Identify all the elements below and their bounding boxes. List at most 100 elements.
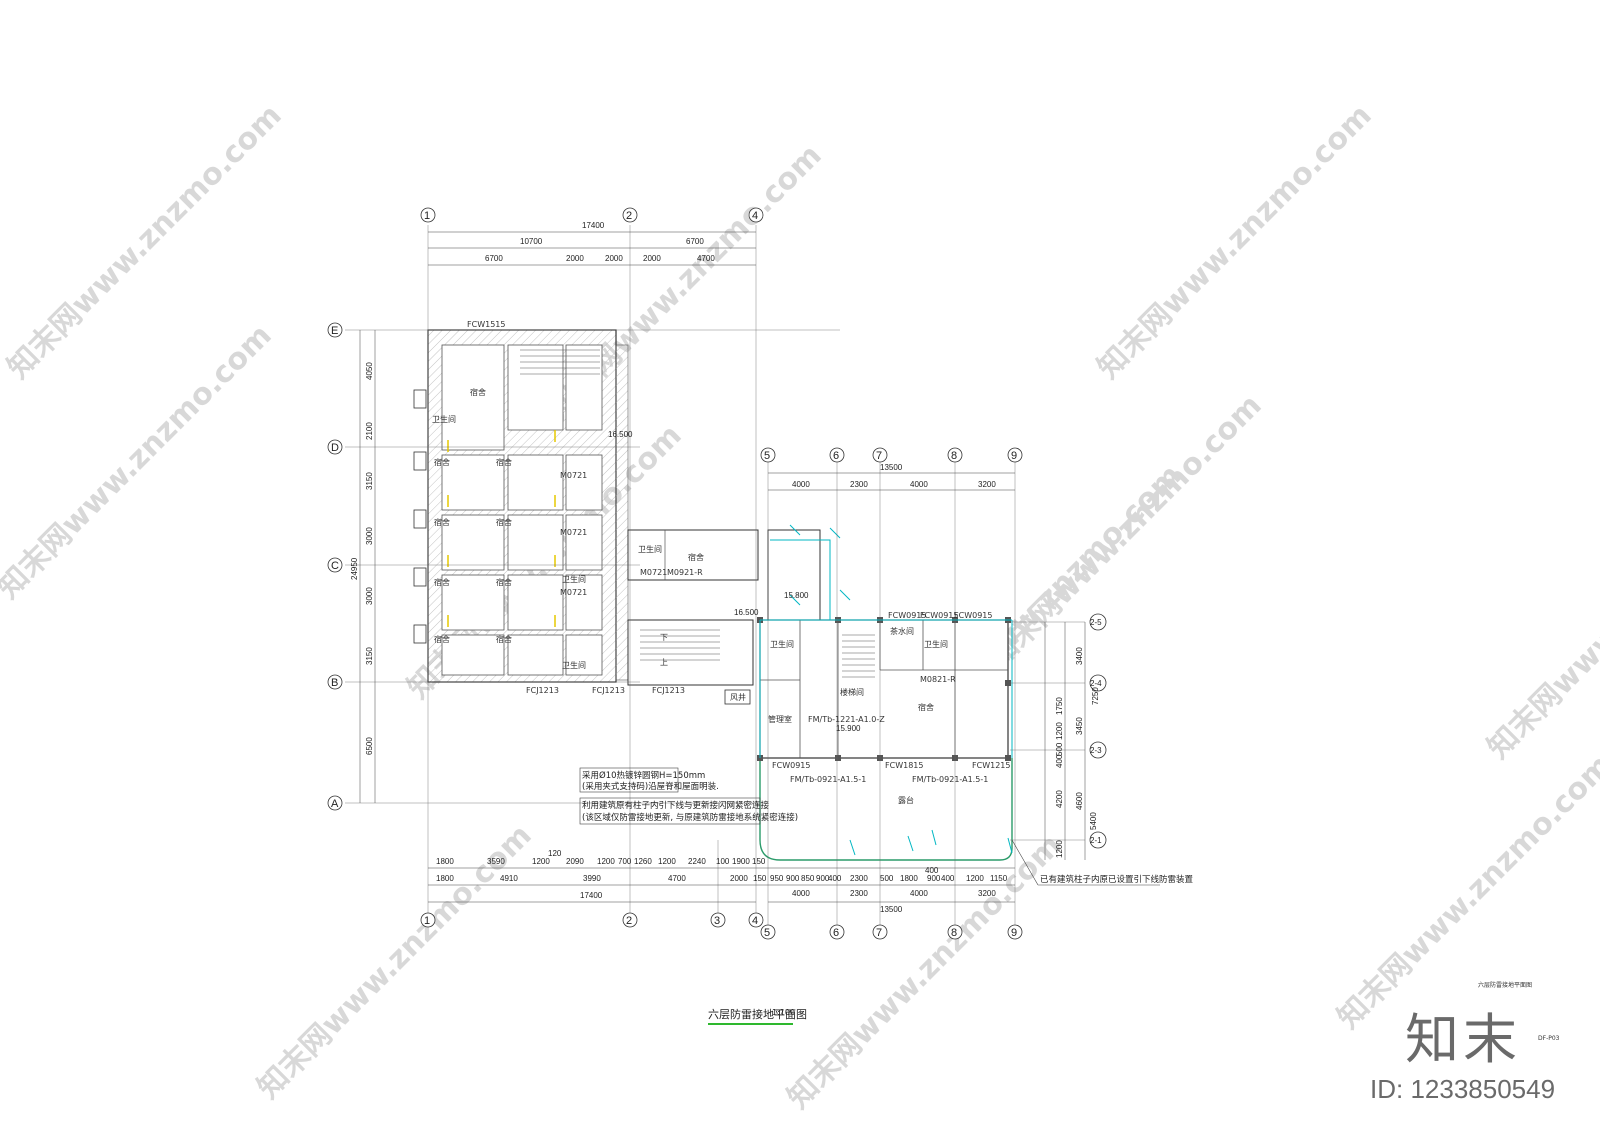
dimension-label: 2090 — [566, 857, 584, 866]
room-label-wc: 卫生间 — [638, 544, 662, 554]
axis-bubbles-right-rows: 2-5 2-4 2-3 2-1 — [1089, 613, 1107, 849]
axis-bubbles-top-left: 1 2 4 — [420, 207, 764, 223]
dimension-label: 13500 — [880, 463, 903, 472]
axis-label: C — [331, 560, 339, 572]
axis-bubbles-right: 5 6 7 8 9 5 6 7 8 9 — [760, 447, 1023, 940]
dimension-label: 1800 — [900, 874, 918, 883]
watermark-logo: 知末 — [1405, 1008, 1521, 1071]
note-line: 利用建筑原有柱子内引下线与更新接闪网紧密连接 — [582, 800, 770, 811]
door-label: M0721 — [560, 528, 587, 537]
elevation-label: 15.900 — [836, 724, 861, 733]
door-label: FCW1815 — [885, 761, 923, 770]
dimension-label: 1200 — [966, 874, 984, 883]
axis-label: 1 — [424, 210, 430, 222]
dimension-label: 7250 — [1091, 687, 1100, 705]
room-label-wc: 卫生间 — [770, 639, 794, 649]
axis-label: 5 — [764, 450, 770, 462]
door-labels: FCW1515 M0721 M0721 M0721 M0721 M0921-R … — [467, 320, 1010, 784]
dimension-label: 3200 — [978, 889, 996, 898]
door-label: FCW1215 — [972, 761, 1010, 770]
dimension-label: 17400 — [582, 221, 605, 230]
axis-label: 2-5 — [1090, 618, 1102, 627]
middle-block: 风井 — [627, 529, 821, 705]
dimension-label: 3990 — [583, 874, 601, 883]
room-label-wc: 卫生间 — [432, 414, 456, 424]
room-label-dorm: 宿舍 — [918, 702, 934, 712]
elevation-label: 16.500 — [608, 430, 633, 439]
sheet-number: DF-P03 — [1538, 1035, 1560, 1042]
dimension-label: 4000 — [910, 480, 928, 489]
dimension-label: 850 — [801, 874, 815, 883]
axis-label: E — [331, 325, 338, 337]
plan-title-underline — [708, 1023, 793, 1025]
dimension-label: 500 — [1055, 742, 1064, 756]
watermark-id: ID: 1233850549 — [1370, 1074, 1556, 1104]
dimension-label: 1200 — [597, 857, 615, 866]
dimension-label: 1260 — [634, 857, 652, 866]
callout-text: 已有建筑柱子内原已设置引下线防雷装置 — [1040, 874, 1194, 885]
elevations: 16.500 16.500 15.800 15.900 — [608, 430, 861, 733]
dimension-label: 150 — [753, 874, 767, 883]
axis-label: 4 — [752, 915, 758, 927]
dimension-label: 950 — [770, 874, 784, 883]
door-label: FCW0915 — [772, 761, 810, 770]
axis-label: 6 — [833, 927, 839, 939]
door-label: FCW0915 — [920, 611, 958, 620]
dimension-label: 6700 — [686, 237, 704, 246]
dimensions-right-top — [768, 472, 1015, 491]
dimension-label: 150 — [752, 857, 766, 866]
dimensions-top — [428, 231, 756, 266]
room-label-dorm: 宿舍 — [434, 577, 450, 587]
room-labels: 宿舍 卫生间 宿舍 宿舍 宿舍 宿舍 宿舍 宿舍 宿舍 宿舍 卫生间 卫生间 卫… — [432, 387, 948, 805]
dimension-label: 3150 — [365, 647, 374, 665]
dimensions-left — [359, 330, 376, 803]
axis-label: 2 — [626, 210, 632, 222]
axis-label: 2-3 — [1090, 746, 1102, 755]
dimension-label: 2000 — [566, 254, 584, 263]
door-label: M0721 — [560, 471, 587, 480]
axis-label: 9 — [1011, 927, 1017, 939]
elevation-label: 15.800 — [784, 591, 809, 600]
dimension-label: 4000 — [792, 480, 810, 489]
watermark: 知末网www.znzmo.com — [1331, 748, 1600, 1036]
dimensions-right-side — [1044, 622, 1086, 860]
dimension-label: 900 — [927, 874, 941, 883]
note-line: (采用夹式支持码)沿屋脊和屋面明装. — [582, 781, 719, 792]
note-line: 采用Ø10热镀锌圆钢H=150mm — [582, 770, 705, 781]
door-label: FCJ1213 — [652, 686, 685, 695]
dimension-label: 4200 — [1055, 790, 1064, 808]
dimension-label: 2300 — [850, 889, 868, 898]
room-label-dorm: 宿舍 — [434, 517, 450, 527]
axis-label: 2-4 — [1090, 679, 1102, 688]
dimension-label: 1750 — [1055, 697, 1064, 715]
axis-label: 4 — [752, 210, 758, 222]
door-label: FCW1515 — [467, 320, 505, 329]
axis-label: D — [331, 442, 339, 454]
axis-label: 5 — [764, 927, 770, 939]
dimension-label: 2300 — [850, 480, 868, 489]
door-label: M0721 — [640, 568, 667, 577]
dimension-label: 900 — [786, 874, 800, 883]
callout: 已有建筑柱子内原已设置引下线防雷装置 — [1011, 839, 1194, 886]
dimension-label: 500 — [880, 874, 894, 883]
dimension-label: 4910 — [500, 874, 518, 883]
axis-label: B — [331, 677, 338, 689]
notes: 采用Ø10热镀锌圆钢H=150mm (采用夹式支持码)沿屋脊和屋面明装. 利用建… — [579, 767, 798, 825]
watermark: 知末网www.znzmo.com — [1091, 98, 1379, 386]
dimension-label: 4600 — [1075, 792, 1084, 810]
axis-bubbles-bottom-left: 1 2 3 4 — [420, 912, 764, 928]
left-block — [413, 329, 629, 683]
axis-label: 8 — [951, 450, 957, 462]
dimension-label: 1200 — [1055, 722, 1064, 740]
dimension-label: 700 — [618, 857, 632, 866]
room-label-up: 上 — [660, 658, 668, 667]
door-label: M0921-R — [667, 568, 703, 577]
dimension-label: 1200 — [1055, 840, 1064, 858]
door-label: M0721 — [560, 588, 587, 597]
dimension-label: 400 — [941, 874, 955, 883]
dimension-label: 6700 — [485, 254, 503, 263]
room-label-dorm: 宿舍 — [496, 577, 512, 587]
dimension-label: 2240 — [688, 857, 706, 866]
dimension-label: 1800 — [436, 874, 454, 883]
dimension-label: 6500 — [365, 737, 374, 755]
